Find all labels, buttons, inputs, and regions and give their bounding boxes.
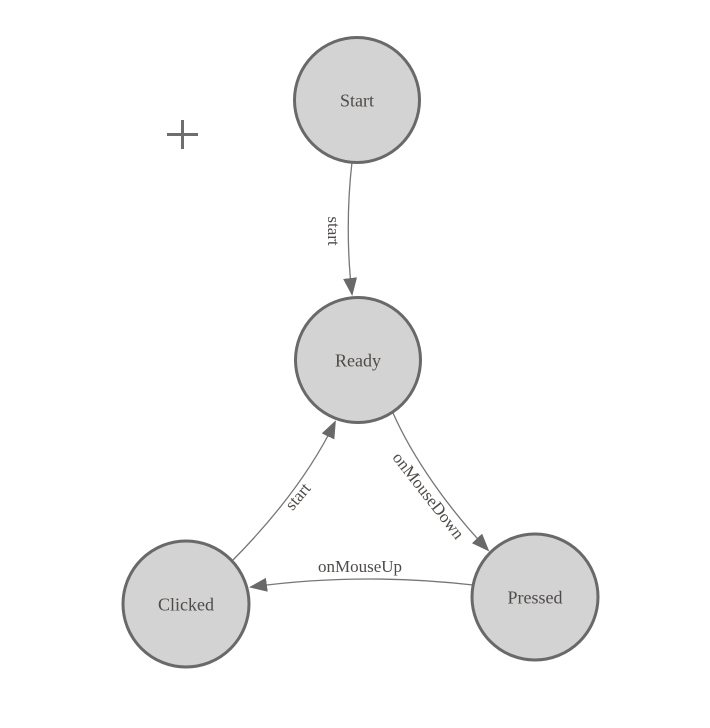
plus-icon — [167, 120, 198, 149]
transition-label-start-2: start — [281, 479, 315, 514]
state-label-start: Start — [340, 90, 374, 110]
edge-clicked-to-ready[interactable]: start — [232, 420, 336, 561]
state-node-ready[interactable]: Ready — [294, 296, 422, 424]
transition-label-onmousedown: onMouseDown — [389, 448, 469, 543]
transition-label-start: start — [324, 216, 343, 246]
state-node-clicked[interactable]: Clicked — [121, 539, 251, 669]
transition-label-onmouseup: onMouseUp — [318, 557, 402, 576]
edge-pressed-to-clicked[interactable]: onMouseUp — [249, 557, 474, 592]
transition-path-clicked-to-ready[interactable] — [232, 420, 336, 561]
state-node-pressed[interactable]: Pressed — [470, 532, 600, 662]
transition-path-pressed-to-clicked[interactable] — [249, 577, 474, 592]
edge-ready-to-pressed[interactable]: onMouseDown — [389, 412, 490, 552]
transition-path-ready-to-pressed[interactable] — [392, 412, 490, 552]
state-label-pressed: Pressed — [508, 587, 563, 607]
state-circle-pressed[interactable] — [470, 532, 600, 662]
transition-path-start-to-ready[interactable] — [343, 161, 358, 296]
state-label-ready: Ready — [335, 350, 381, 370]
state-label-clicked: Clicked — [158, 594, 214, 614]
state-circle-start[interactable] — [293, 36, 421, 164]
state-node-start[interactable]: Start — [293, 36, 421, 164]
edge-start-to-ready[interactable]: start — [324, 161, 358, 296]
state-circle-ready[interactable] — [294, 296, 422, 424]
state-circle-clicked[interactable] — [121, 539, 251, 669]
